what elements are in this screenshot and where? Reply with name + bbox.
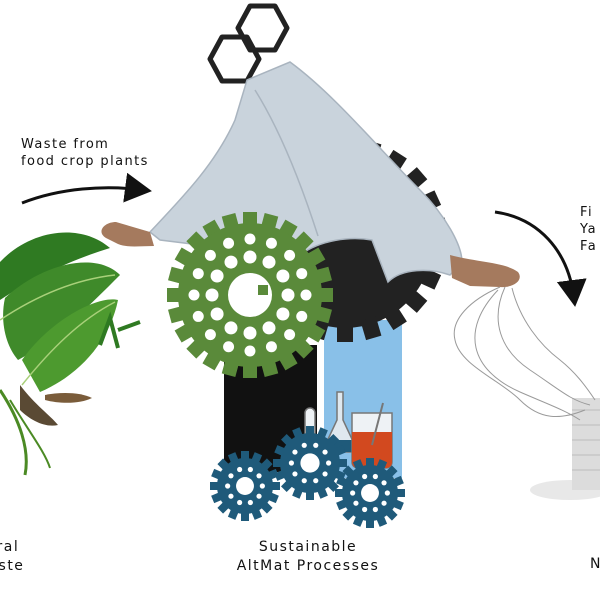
leaf-icon — [0, 232, 141, 476]
natural-waste-label: tural Waste — [0, 539, 25, 574]
blue-gear-icon — [273, 426, 347, 500]
blue-gear-icon — [210, 451, 280, 521]
processes-label: Sustainable AltMat Processes — [236, 539, 380, 574]
yarn-spool-icon — [530, 398, 600, 500]
beaker-icon — [351, 402, 393, 469]
green-gear-icon — [167, 212, 333, 378]
blue-gears-group — [210, 426, 405, 528]
waste-source-label: Waste from food crop plants — [21, 137, 149, 169]
blue-gear-icon — [335, 458, 405, 528]
arrow-left-icon — [21, 172, 152, 205]
fiber-yarn-label: Fi Ya Fa — [580, 205, 598, 254]
arrow-right-icon — [494, 210, 587, 307]
right-bottom-label: N — [590, 556, 600, 572]
yarn-thread — [453, 286, 596, 421]
